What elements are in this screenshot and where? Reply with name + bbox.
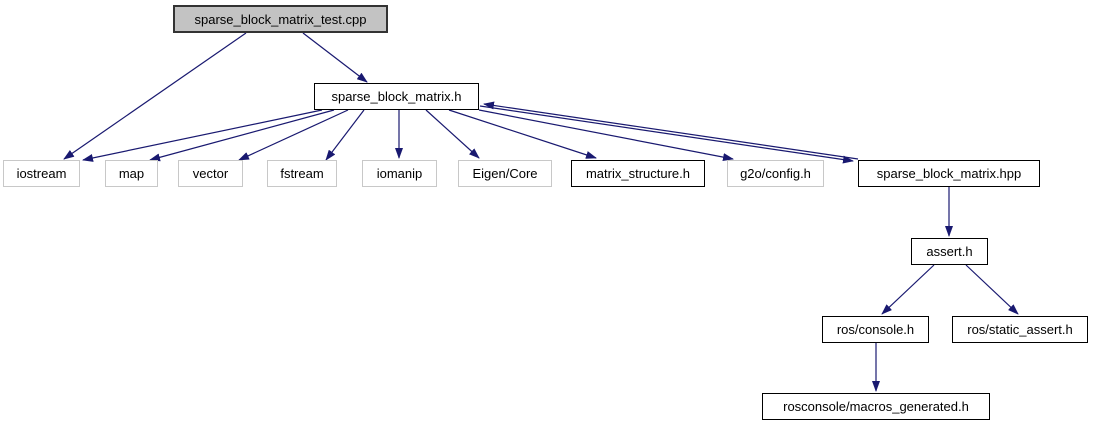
edge-sparse-block-matrix-h-to-fstream — [325, 109, 365, 161]
graph-node-ros-static-assert-h[interactable]: ros/static_assert.h — [952, 316, 1088, 343]
edge-sparse-block-matrix-h-to-vector — [238, 109, 349, 161]
graph-node-g2o-config-h: g2o/config.h — [727, 160, 824, 187]
graph-node-sparse-block-matrix-h[interactable]: sparse_block_matrix.h — [314, 83, 479, 110]
graph-node-map: map — [105, 160, 158, 187]
edge-sparse-block-matrix-h-to-g2o-config-h — [478, 109, 734, 162]
edge-sparse-block-matrix-h-to-iostream — [82, 109, 323, 162]
edge-sparse-block-matrix-h-to-map — [149, 109, 335, 162]
graph-node-assert-h[interactable]: assert.h — [911, 238, 988, 265]
edge-sparse-block-matrix-h-to-matrix-structure-h — [448, 109, 597, 159]
edge-assert-h-to-ros-static-assert-h — [965, 264, 1019, 315]
edge-sparse-block-matrix-h-to-eigen-core — [425, 109, 480, 159]
graph-node-sparse-block-matrix-hpp[interactable]: sparse_block_matrix.hpp — [858, 160, 1040, 187]
graph-node-sparse-block-matrix-test-cpp: sparse_block_matrix_test.cpp — [173, 5, 388, 33]
graph-node-ros-console-h[interactable]: ros/console.h — [822, 316, 929, 343]
graph-node-rosconsole-macros-generated-h[interactable]: rosconsole/macros_generated.h — [762, 393, 990, 420]
edge-sparse-block-matrix-test-cpp-to-iostream — [63, 32, 247, 160]
graph-node-iomanip: iomanip — [362, 160, 437, 187]
edge-sparse-block-matrix-test-cpp-to-sparse-block-matrix-h — [302, 32, 368, 83]
edge-sparse-block-matrix-hpp-to-sparse-block-matrix-h — [483, 101, 859, 160]
graph-node-iostream: iostream — [3, 160, 80, 187]
graph-node-fstream: fstream — [267, 160, 337, 187]
edge-sparse-block-matrix-h-to-sparse-block-matrix-hpp — [479, 105, 854, 164]
graph-node-vector: vector — [178, 160, 243, 187]
graph-node-eigen-core: Eigen/Core — [458, 160, 552, 187]
edge-assert-h-to-ros-console-h — [881, 264, 935, 315]
graph-node-matrix-structure-h[interactable]: matrix_structure.h — [571, 160, 705, 187]
